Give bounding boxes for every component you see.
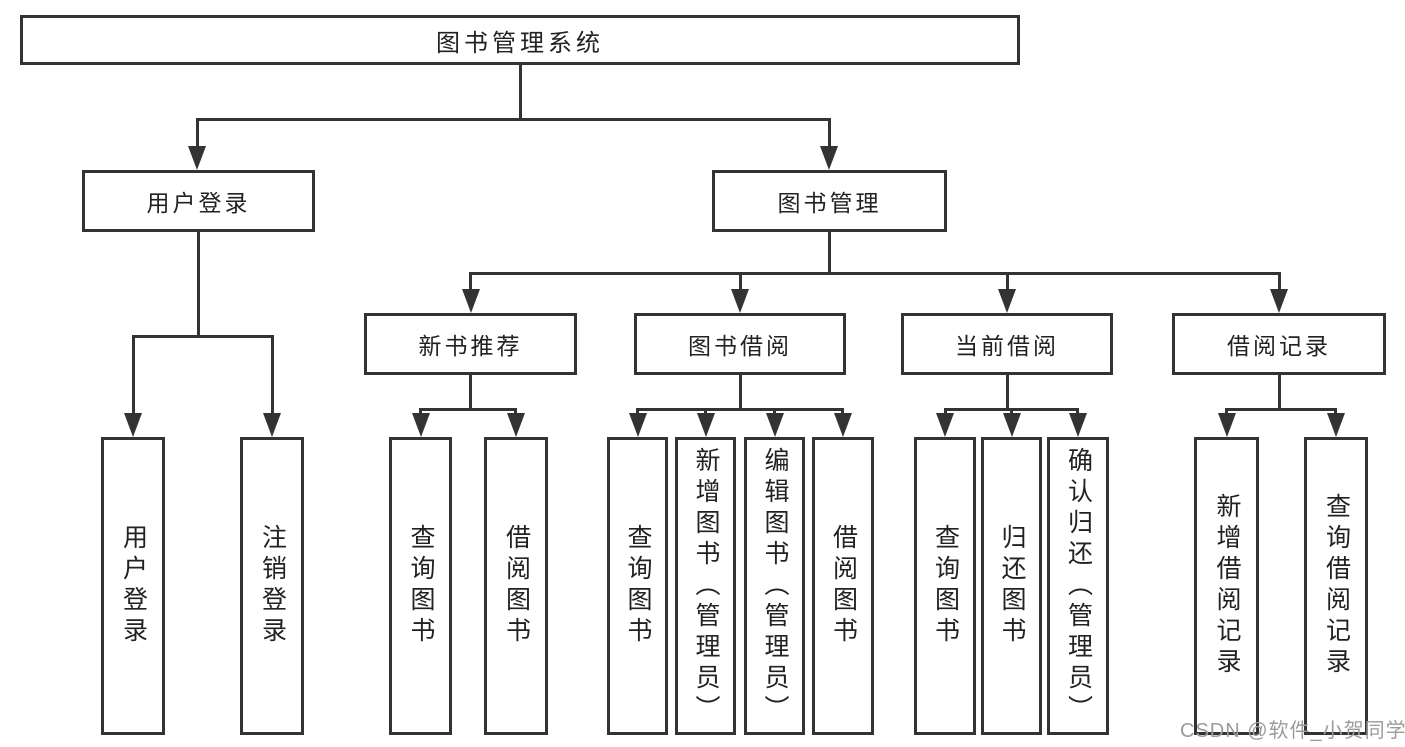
- connector-bus-recommend: [419, 408, 517, 411]
- arrowhead-down: [998, 289, 1016, 313]
- node-label: 图书借阅: [688, 333, 792, 359]
- node-book-borrowing: 图书借阅: [634, 313, 846, 375]
- arrowhead-down: [820, 146, 838, 170]
- leaf-query-books-recommend: 查询图书: [389, 437, 452, 735]
- connector-root-drop: [519, 65, 522, 120]
- watermark: CSDN @软件_小贺同学: [1180, 720, 1405, 742]
- node-label: 查询图书: [624, 524, 652, 648]
- connector-bus-user-login: [132, 335, 273, 338]
- arrowhead-down: [1270, 289, 1288, 313]
- connector-drop-leaf-logout: [271, 335, 274, 417]
- connector-recommend-drop: [469, 375, 472, 410]
- connector-current-drop: [1006, 375, 1009, 410]
- connector-drop-book-management: [828, 118, 831, 150]
- arrowhead-down: [1003, 413, 1021, 437]
- leaf-query-books-borrowing: 查询图书: [607, 437, 668, 735]
- connector-book-management-drop: [828, 232, 831, 274]
- connector-bus-level3: [469, 272, 1280, 275]
- node-label: 新增借阅记录: [1213, 493, 1241, 679]
- connector-borrowing-drop: [739, 375, 742, 410]
- leaf-borrow-books-borrowing: 借阅图书: [812, 437, 874, 735]
- node-label: 新书推荐: [418, 333, 523, 359]
- node-label: 图书管理系统: [436, 29, 604, 57]
- node-label: 确认归还（管理员）: [1064, 446, 1093, 726]
- node-new-book-recommend: 新书推荐: [364, 313, 577, 375]
- node-user-login: 用户登录: [82, 170, 315, 232]
- node-label: 注销登录: [258, 524, 287, 648]
- arrowhead-down: [188, 146, 206, 170]
- node-borrowing-records: 借阅记录: [1172, 313, 1386, 375]
- leaf-edit-books-admin: 编辑图书（管理员）: [744, 437, 805, 735]
- arrowhead-down: [834, 413, 852, 437]
- leaf-return-books: 归还图书: [981, 437, 1042, 735]
- connector-drop-borrowing: [739, 272, 742, 294]
- connector-drop-recommend: [469, 272, 472, 294]
- leaf-query-borrow-record: 查询借阅记录: [1304, 437, 1368, 735]
- connector-drop-user-login: [196, 118, 199, 150]
- arrowhead-down: [462, 289, 480, 313]
- connector-bus-records: [1225, 408, 1337, 411]
- connector-bus-level2: [196, 118, 831, 121]
- node-label: 查询图书: [931, 524, 960, 648]
- arrowhead-down: [697, 413, 715, 437]
- leaf-user-login: 用户登录: [101, 437, 165, 735]
- node-book-management: 图书管理: [712, 170, 947, 232]
- node-label: 查询借阅记录: [1322, 493, 1351, 679]
- arrowhead-down: [263, 413, 281, 437]
- connector-drop-records: [1278, 272, 1281, 294]
- node-current-borrowing: 当前借阅: [901, 313, 1113, 375]
- connector-user-login-drop: [197, 232, 200, 337]
- arrowhead-down: [1218, 413, 1236, 437]
- arrowhead-down: [936, 413, 954, 437]
- node-label: 查询图书: [407, 524, 435, 648]
- connector-drop-leaf-user-login: [132, 335, 135, 417]
- arrowhead-down: [1069, 413, 1087, 437]
- arrowhead-down: [766, 413, 784, 437]
- node-label: 借阅记录: [1227, 333, 1331, 359]
- node-label: 编辑图书（管理员）: [761, 446, 789, 726]
- node-label: 新增图书（管理员）: [692, 446, 720, 726]
- arrowhead-down: [629, 413, 647, 437]
- leaf-confirm-return-admin: 确认归还（管理员）: [1047, 437, 1109, 735]
- node-label: 用户登录: [146, 190, 251, 216]
- arrowhead-down: [124, 413, 142, 437]
- connector-drop-current: [1006, 272, 1009, 294]
- node-label: 归还图书: [998, 524, 1026, 648]
- arrowhead-down: [731, 289, 749, 313]
- leaf-add-books-admin: 新增图书（管理员）: [675, 437, 736, 735]
- node-library-system: 图书管理系统: [20, 15, 1020, 65]
- leaf-borrow-books-recommend: 借阅图书: [484, 437, 548, 735]
- connector-records-drop: [1278, 375, 1281, 410]
- leaf-add-borrow-record: 新增借阅记录: [1194, 437, 1259, 735]
- connector-bus-borrowing: [636, 408, 844, 411]
- arrowhead-down: [412, 413, 430, 437]
- node-label: 借阅图书: [829, 524, 858, 648]
- arrowhead-down: [1327, 413, 1345, 437]
- arrowhead-down: [507, 413, 525, 437]
- leaf-query-books-current: 查询图书: [914, 437, 976, 735]
- node-label: 借阅图书: [502, 524, 531, 648]
- node-label: 当前借阅: [955, 333, 1059, 359]
- node-label: 图书管理: [777, 190, 882, 216]
- leaf-logout: 注销登录: [240, 437, 304, 735]
- node-label: 用户登录: [119, 524, 148, 648]
